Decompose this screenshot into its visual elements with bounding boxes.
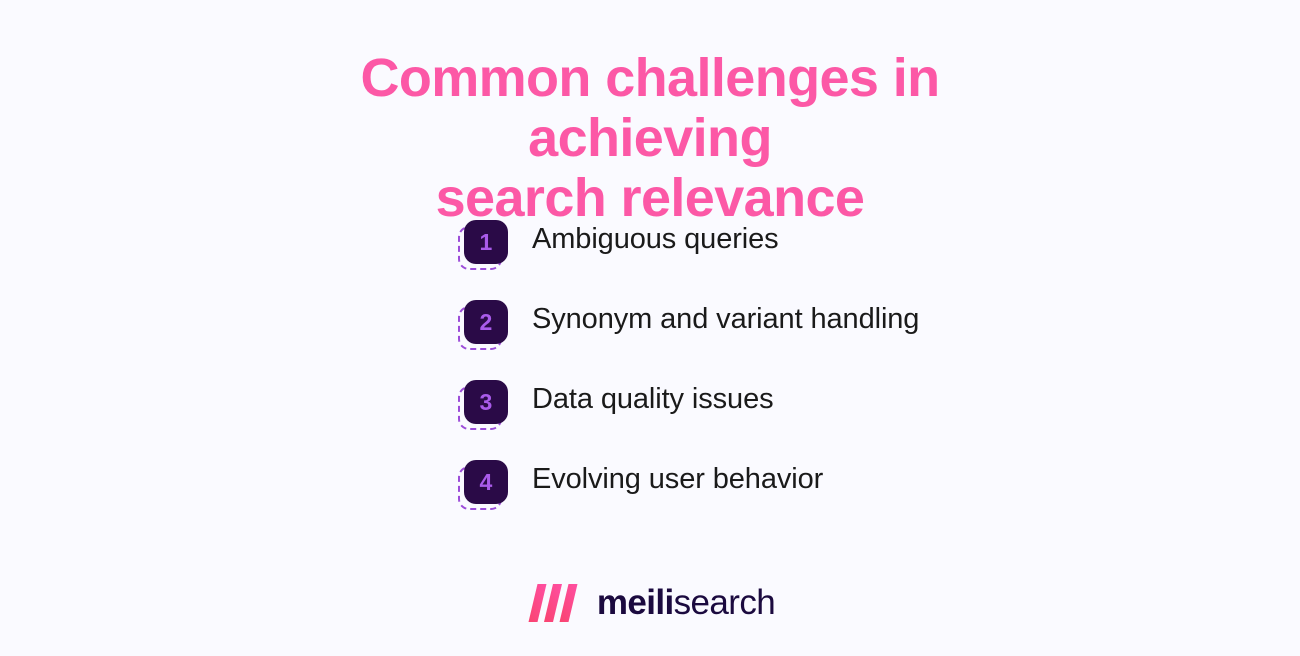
list-item-label: Synonym and variant handling [532,303,920,335]
badge-number: 1 [479,228,493,255]
badge-number: 2 [479,308,493,335]
badge: 4 [464,460,508,504]
badge-wrap: 2 [455,293,508,350]
badge: 1 [464,220,508,264]
wordmark-bold: meili [596,583,674,622]
list-item: 4 Evolving user behavior [455,453,1015,533]
title-block: Common challenges in achieving search re… [0,48,1300,228]
list-item: 3 Data quality issues [455,373,1015,453]
list-item-label: Ambiguous queries [532,223,779,255]
meilisearch-logo: meilisearch [0,584,1300,622]
badge: 2 [464,300,508,344]
badge: 3 [464,380,508,424]
meilisearch-wordmark: meilisearch [596,583,776,622]
badge-wrap: 3 [455,373,508,430]
list-item-label: Evolving user behavior [532,463,824,495]
wordmark-light: search [673,583,776,622]
list-item: 1 Ambiguous queries [455,213,1015,293]
badge-number: 4 [479,468,493,495]
badge-wrap: 4 [455,453,508,510]
list-item: 2 Synonym and variant handling [455,293,1015,373]
challenges-list: 1 Ambiguous queries 2 Synonym and varian… [455,213,1015,533]
badge-number: 3 [479,388,493,415]
meilisearch-logo-mark [528,584,578,622]
badge-wrap: 1 [455,213,508,270]
list-item-label: Data quality issues [532,383,774,415]
page-title: Common challenges in achieving search re… [360,48,940,228]
